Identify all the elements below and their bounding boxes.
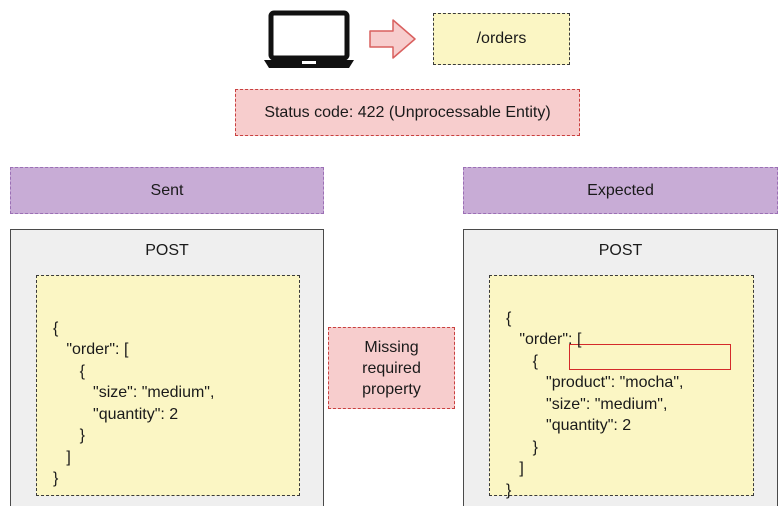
sent-body-text: { "order": [ { "size": "medium", "quanti… bbox=[53, 296, 214, 511]
code-line: { bbox=[53, 362, 86, 380]
missing-property-note: Missing required property bbox=[328, 327, 455, 409]
expected-method-label: POST bbox=[598, 242, 643, 259]
sent-header: Sent bbox=[10, 167, 324, 214]
expected-body-text: { "order": [ { "product": "mocha", "size… bbox=[506, 286, 683, 523]
missing-property-label: Missing required property bbox=[362, 338, 421, 398]
status-box: Status code: 422 (Unprocessable Entity) bbox=[235, 89, 580, 136]
code-line: "quantity": 2 bbox=[506, 417, 632, 434]
code-line: ] bbox=[506, 460, 524, 477]
sent-body: { "order": [ { "size": "medium", "quanti… bbox=[36, 275, 300, 496]
code-line: "size": "medium", bbox=[506, 395, 668, 413]
expected-header: Expected bbox=[463, 167, 778, 214]
expected-header-label: Expected bbox=[587, 181, 654, 199]
code-line: "order": [ bbox=[53, 341, 129, 358]
endpoint-box: /orders bbox=[433, 13, 570, 65]
code-line: { bbox=[53, 319, 59, 337]
code-line: } bbox=[506, 481, 512, 499]
code-line: } bbox=[506, 438, 539, 456]
expected-body: { "order": [ { "product": "mocha", "size… bbox=[489, 275, 754, 499]
status-label: Status code: 422 (Unprocessable Entity) bbox=[264, 103, 551, 121]
laptop-icon bbox=[264, 10, 354, 68]
code-line: } bbox=[53, 427, 86, 444]
expected-request-panel: POST { "order": [ { "product": "mocha", … bbox=[463, 229, 778, 506]
code-line: "order": [ bbox=[506, 331, 582, 348]
sent-method-label: POST bbox=[145, 242, 189, 259]
code-line: { bbox=[506, 352, 539, 370]
code-line: "size": "medium", bbox=[53, 384, 215, 401]
endpoint-label: /orders bbox=[476, 30, 527, 47]
right-arrow-icon bbox=[369, 19, 416, 59]
sent-request-panel: POST { "order": [ { "size": "medium", "q… bbox=[10, 229, 324, 506]
code-line: } bbox=[53, 470, 59, 487]
code-line: { bbox=[506, 309, 512, 327]
code-line: "quantity": 2 bbox=[53, 405, 179, 423]
code-line: ] bbox=[53, 448, 71, 466]
missing-field-highlight bbox=[569, 344, 731, 370]
sent-header-label: Sent bbox=[150, 181, 184, 199]
code-line-highlighted: "product": "mocha", bbox=[506, 374, 684, 391]
